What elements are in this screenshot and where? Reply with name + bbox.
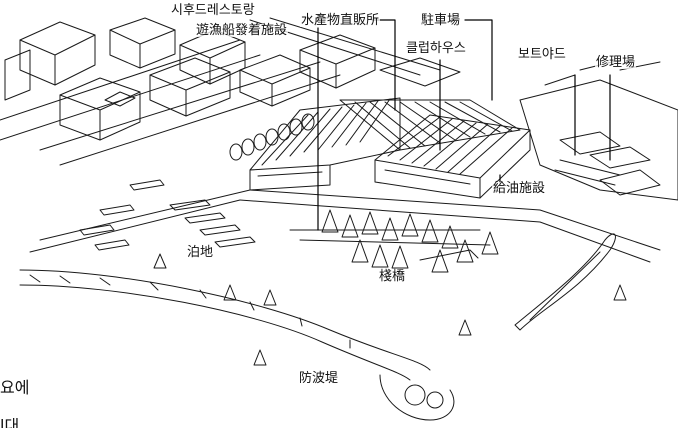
moored-boats bbox=[79, 179, 256, 251]
label-fishing-facility: 遊漁船發着施設 bbox=[195, 23, 289, 38]
outer-breakwater bbox=[514, 233, 616, 331]
label-breakwater: 防波堤 bbox=[298, 371, 340, 386]
pier-sailboats bbox=[289, 209, 499, 273]
caption-line-1: 요에 bbox=[0, 378, 30, 397]
boatyard-area bbox=[519, 59, 678, 201]
label-parking: 駐車場 bbox=[420, 13, 462, 28]
label-seafood-restaurant: 시후드레스토랑 bbox=[170, 3, 256, 18]
label-clubhouse: 클럽하우스 bbox=[405, 41, 467, 56]
quay bbox=[29, 189, 661, 263]
label-repair-yard: 修理場 bbox=[595, 55, 637, 70]
seafood-market-building bbox=[249, 97, 401, 191]
label-boatyard: 보트야드 bbox=[517, 47, 567, 62]
label-anchorage: 泊地 bbox=[186, 245, 215, 260]
label-seafood-market: 水產物直販所 bbox=[300, 13, 381, 28]
label-fuel-facility: 給油施設 bbox=[492, 181, 547, 196]
label-pier: 棧橋 bbox=[378, 269, 407, 284]
tree-row bbox=[229, 113, 315, 161]
town-buildings bbox=[0, 17, 461, 166]
caption-line-2: l대 bbox=[0, 418, 20, 428]
sailboats-water bbox=[153, 253, 627, 366]
clubhouse-building bbox=[374, 114, 531, 199]
breakwater bbox=[19, 269, 455, 421]
